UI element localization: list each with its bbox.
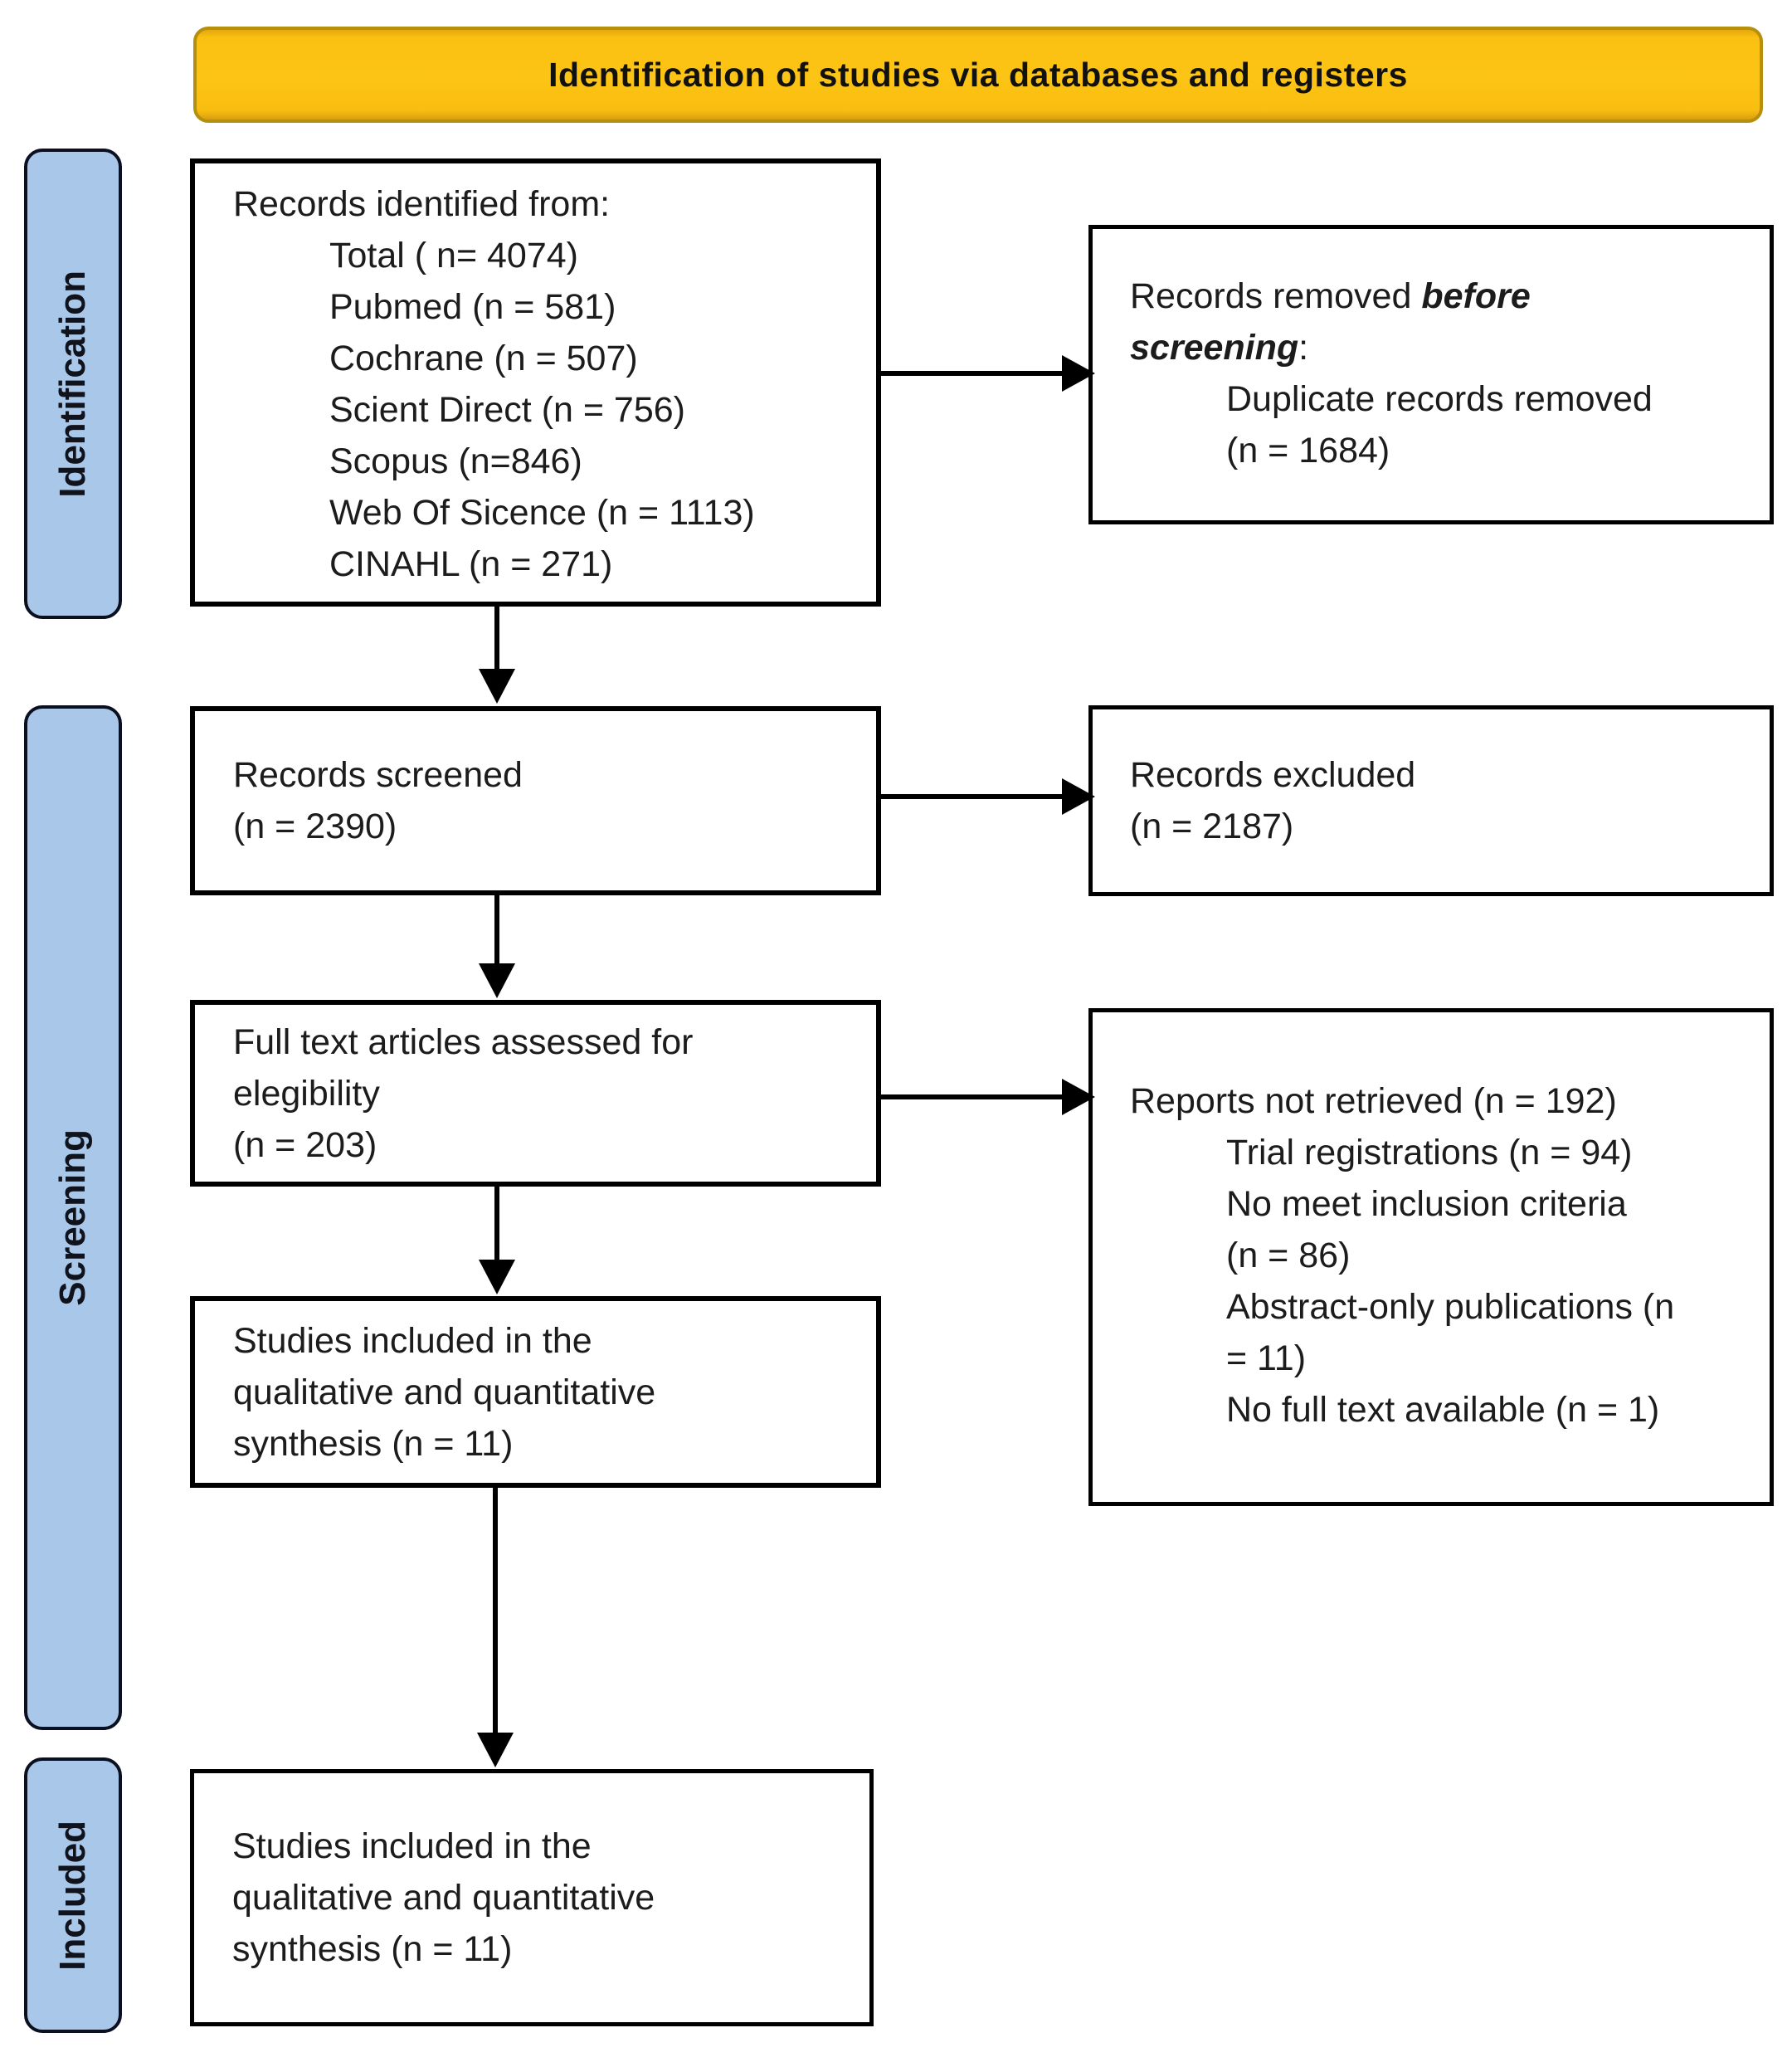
title-text: Records removed <box>1130 276 1422 316</box>
list-item-line: (n = 1684) <box>1226 431 1390 470</box>
box-reports-not-retrieved: Reports not retrieved (n = 192) Trial re… <box>1088 1008 1774 1506</box>
arrow-fulltext-to-notretrieved-line <box>881 1094 1065 1099</box>
stage-bar-included: Included <box>24 1757 122 2033</box>
arrow-synthesis-to-final-head-icon <box>477 1733 514 1767</box>
list-item-line: No meet inclusion criteria <box>1226 1184 1627 1224</box>
list-item-line: = 11) <box>1226 1338 1307 1378</box>
list-item: Trial registrations (n = 94) <box>1226 1127 1740 1178</box>
arrow-screened-to-excluded-head-icon <box>1062 778 1095 815</box>
list-item: CINAHL (n = 271) <box>329 544 613 584</box>
stage-label-screening: Screening <box>52 1129 93 1306</box>
box-studies-included-synthesis: Studies included in the qualitative and … <box>190 1296 881 1488</box>
banner-title: Identification of studies via databases … <box>548 55 1408 94</box>
arrow-synthesis-to-final-line <box>493 1488 498 1734</box>
list-item: Scopus (n=846) <box>329 441 582 481</box>
box-records-excluded: Records excluded (n = 2187) <box>1088 705 1774 896</box>
arrow-screened-to-fulltext-head-icon <box>479 963 515 998</box>
title-emphasis: screening <box>1130 328 1299 368</box>
box-text-line: qualitative and quantitative <box>233 1372 656 1412</box>
box-text-line: (n = 2187) <box>1130 807 1294 846</box>
stage-label-included: Included <box>52 1820 93 1971</box>
box-text-line: synthesis (n = 11) <box>233 1423 514 1464</box>
arrow-identified-to-screened-head-icon <box>479 669 515 704</box>
box-text-line: synthesis (n = 11) <box>232 1929 513 1969</box>
list-item: Scient Direct (n = 756) <box>329 390 685 430</box>
list-item: Duplicate records removed (n = 1684) <box>1226 373 1740 476</box>
arrow-identified-to-removed-line <box>881 371 1065 376</box>
title-text: : <box>1298 328 1309 368</box>
box-title-line: Records removed before <box>1130 271 1740 322</box>
list-item: Abstract-only publications (n = 11) <box>1226 1281 1740 1384</box>
banner: Identification of studies via databases … <box>193 27 1763 123</box>
box-fulltext-assessed: Full text articles assessed for elegibil… <box>190 1000 881 1187</box>
box-text-line: elegibility <box>233 1073 380 1114</box>
list-item: Web Of Sicence (n = 1113) <box>329 493 755 533</box>
arrow-identified-to-removed-head-icon <box>1062 355 1095 392</box>
list-item-line: Duplicate records removed <box>1226 379 1653 419</box>
list-item: Pubmed (n = 581) <box>329 287 616 327</box>
list-item: No meet inclusion criteria (n = 86) <box>1226 1178 1740 1281</box>
arrow-fulltext-to-synthesis-line <box>494 1187 499 1261</box>
arrow-screened-to-excluded-line <box>881 794 1065 799</box>
box-title: Reports not retrieved (n = 192) <box>1130 1081 1617 1121</box>
box-text-line: Records screened <box>233 755 523 795</box>
box-text-line: Studies included in the <box>232 1826 592 1866</box>
arrow-fulltext-to-synthesis-head-icon <box>479 1260 515 1294</box>
list-item: Cochrane (n = 507) <box>329 339 638 378</box>
stage-bar-identification: Identification <box>24 149 122 619</box>
box-text-line: (n = 203) <box>233 1124 377 1165</box>
list-item: Total ( n= 4074) <box>329 236 578 275</box>
box-text-line: Studies included in the <box>233 1320 592 1361</box>
box-title-line: screening: <box>1130 322 1740 373</box>
list-item-line: Abstract-only publications (n <box>1226 1287 1675 1327</box>
box-records-screened: Records screened (n = 2390) <box>190 706 881 895</box>
box-text-line: Records excluded <box>1130 755 1416 795</box>
box-records-removed: Records removed before screening: Duplic… <box>1088 225 1774 524</box>
box-studies-included-final: Studies included in the qualitative and … <box>190 1769 874 2026</box>
arrow-fulltext-to-notretrieved-head-icon <box>1062 1079 1095 1115</box>
box-text-line: Full text articles assessed for <box>233 1021 694 1062</box>
arrow-screened-to-fulltext-line <box>494 895 499 965</box>
box-records-identified: Records identified from: Total ( n= 4074… <box>190 158 881 607</box>
box-title: Records identified from: <box>233 184 611 224</box>
list-item-line: (n = 86) <box>1226 1236 1351 1275</box>
list-item-line: Trial registrations (n = 94) <box>1226 1133 1633 1172</box>
list-item-line: No full text available (n = 1) <box>1226 1390 1660 1430</box>
arrow-identified-to-screened-line <box>494 607 499 670</box>
title-emphasis: before <box>1421 276 1531 316</box>
stage-bar-screening: Screening <box>24 705 122 1730</box>
stage-label-identification: Identification <box>52 270 93 498</box>
list-item: No full text available (n = 1) <box>1226 1384 1740 1436</box>
box-text-line: (n = 2390) <box>233 807 397 846</box>
box-text-line: qualitative and quantitative <box>232 1878 655 1918</box>
